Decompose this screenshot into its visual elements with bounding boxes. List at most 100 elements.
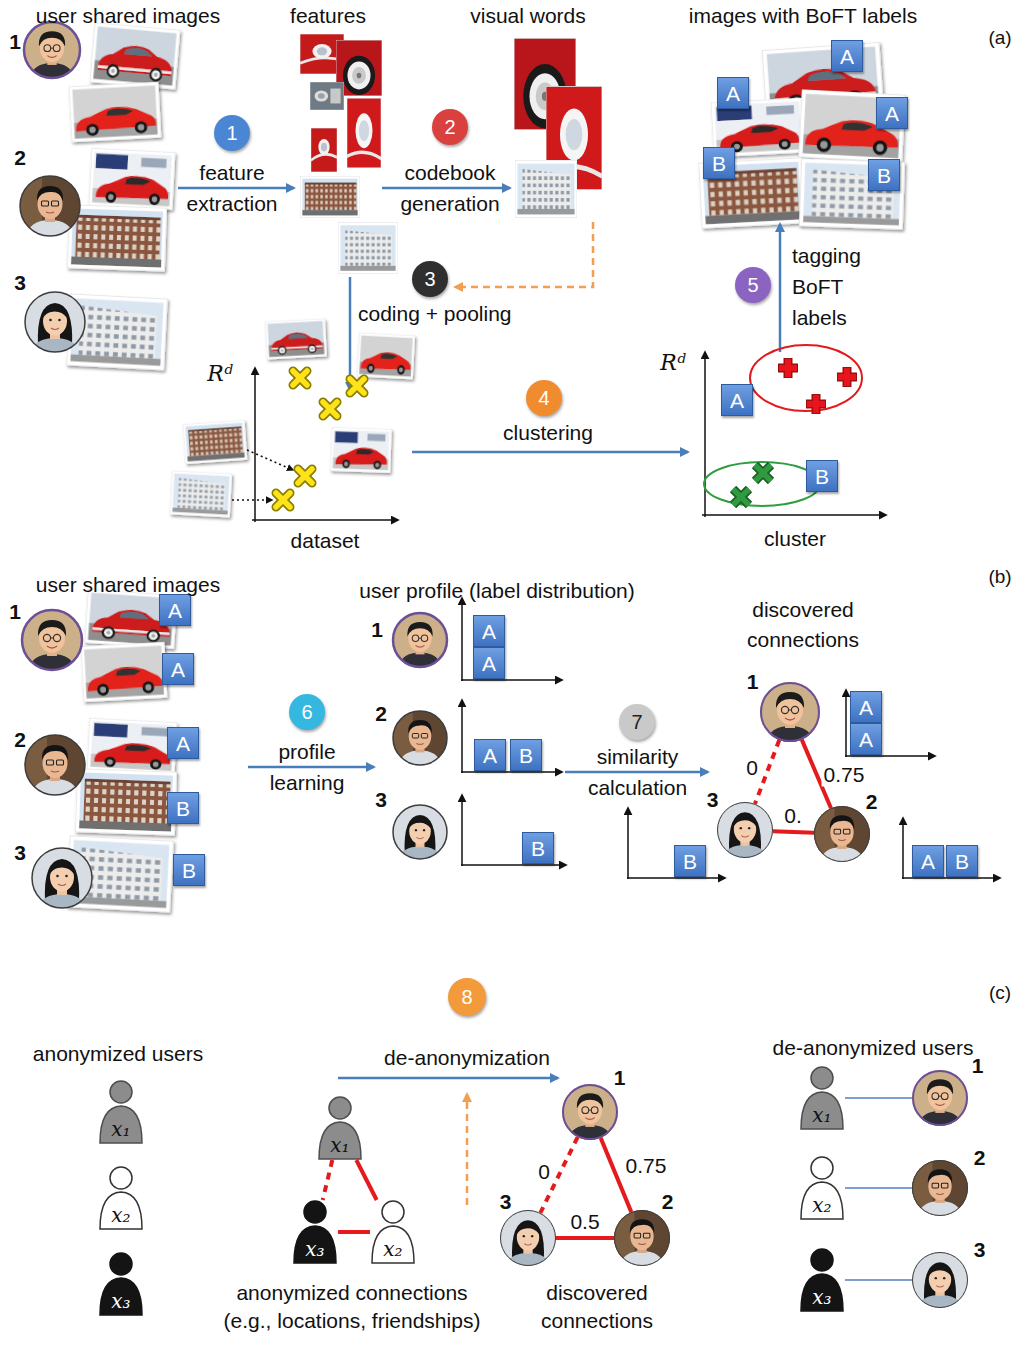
feature-crops-part	[310, 82, 344, 110]
graph-caption: anonymized connections (e.g., locations,…	[224, 1281, 481, 1332]
profile-histograms-part	[393, 805, 447, 859]
user-avatar: 3	[500, 1210, 556, 1266]
panel-heading-holder: user profile (label distribution)	[359, 579, 634, 603]
label-letter: A	[730, 390, 744, 411]
edge-weight: 0.75	[626, 1154, 667, 1177]
user-avatar: 3	[717, 802, 773, 858]
process-arrows-part	[466, 1094, 469, 1205]
panel-heading-holder: discovered connections	[741, 595, 866, 655]
anonymous-user: x₃	[98, 1252, 144, 1316]
connection-line	[845, 1279, 912, 1281]
anonymous-user: x₂	[370, 1200, 416, 1264]
connection-line	[556, 1236, 614, 1240]
step-badge: 6profile learning	[289, 694, 325, 730]
label-box: B	[173, 854, 205, 886]
user-number: 2	[866, 790, 878, 813]
step-badge: 4clustering	[526, 380, 562, 416]
user-photos-a-part	[24, 22, 80, 78]
person-body	[372, 1226, 414, 1263]
person-body	[100, 1192, 142, 1229]
user-number: 2	[375, 702, 387, 725]
axis-label-holder: Rᵈ	[207, 361, 232, 386]
label-letter: A	[482, 653, 496, 674]
dataset-plot-part	[357, 333, 415, 380]
process-arrows-part	[349, 277, 352, 390]
graph-avatars-part	[614, 1210, 670, 1266]
tagged-photos	[698, 42, 905, 230]
graph-caption: discovered connections	[541, 1281, 653, 1332]
cluster-plot-part	[806, 394, 826, 414]
connection-line	[845, 1097, 912, 1099]
user-number-holder: 1	[972, 1054, 984, 1077]
label-letter: B	[877, 165, 891, 186]
axis-label-holder: Rᵈ	[660, 350, 685, 375]
user-number: 3	[974, 1238, 986, 1261]
label-box: B	[167, 792, 199, 824]
user-number-holder: 1	[9, 30, 21, 54]
label-box: B	[946, 845, 978, 877]
user-avatar: 1	[760, 682, 820, 742]
anonymous-user: x₁	[799, 1066, 845, 1130]
panel-letter: (c)	[989, 982, 1011, 1003]
person-body	[100, 1106, 142, 1143]
feature-crops	[300, 34, 398, 274]
label-letter: A	[176, 733, 190, 754]
anonymous-user: x₃	[799, 1248, 845, 1312]
panel-heading-holder: features	[290, 4, 366, 28]
label-letter: B	[176, 798, 190, 819]
label-letter: B	[683, 851, 697, 872]
step-number: 5	[747, 275, 758, 295]
step-caption: tagging BoFT labels	[792, 244, 861, 329]
person-head	[304, 1201, 326, 1223]
graph-caption-holder: anonymized connections (e.g., locations,…	[221, 1279, 483, 1335]
user-number-holder: 2	[866, 790, 878, 813]
profile-histograms-part	[393, 613, 447, 667]
user-number: 3	[14, 841, 26, 864]
graph-avatars-part	[912, 1070, 968, 1126]
user-photos-b-part	[25, 735, 85, 795]
person-head	[110, 1167, 132, 1189]
label-letter: A	[482, 621, 496, 642]
user-avatar: 1	[562, 1084, 618, 1140]
user-photos-b-part	[32, 848, 92, 908]
user-number: 2	[974, 1146, 986, 1169]
process-arrows-part	[455, 222, 593, 287]
cluster-plot-part	[702, 514, 886, 516]
feature-crops-part	[311, 128, 337, 172]
edge-weight: 0.75	[824, 763, 865, 786]
connection-line	[338, 1230, 370, 1234]
edge-weight-holder: 0	[536, 1160, 552, 1183]
label-letter: A	[168, 600, 182, 621]
dataset-plot-part	[330, 427, 391, 473]
graph-histograms-part	[902, 818, 904, 879]
dataset-plot	[170, 318, 415, 522]
profile-histograms-part	[461, 795, 463, 866]
panel-letter: (a)	[988, 27, 1011, 48]
user-photos-a	[20, 22, 180, 371]
cluster-plot-part	[704, 462, 820, 506]
step-caption: coding + pooling	[358, 302, 512, 325]
step-caption: de-anonymization	[384, 1046, 550, 1069]
panel-heading: visual words	[470, 4, 586, 27]
person-body	[294, 1226, 336, 1263]
step-caption-holder: de-anonymization	[384, 1046, 550, 1070]
panel-letter-holder: (a)	[988, 27, 1011, 49]
user-number-holder: 3	[375, 788, 387, 812]
label-letter: B	[519, 745, 533, 766]
user-number-holder: 2	[14, 728, 26, 752]
panel-heading: features	[290, 4, 366, 27]
label-letter: A	[921, 851, 935, 872]
axis-label: Rᵈ	[207, 361, 232, 386]
label-box: A	[167, 727, 199, 759]
step-caption: codebook generation	[400, 161, 499, 215]
process-arrows	[178, 188, 780, 1205]
user-photos-a-part	[67, 204, 167, 271]
label-letter: B	[815, 466, 829, 487]
graph-avatars-part	[500, 1210, 556, 1266]
process-arrows-part	[382, 187, 510, 190]
connector-group	[323, 740, 912, 1280]
cluster-plot	[702, 345, 886, 517]
dataset-plot-part	[276, 493, 290, 507]
step-caption-holder: tagging BoFT labels	[792, 240, 872, 333]
feature-crops-part	[300, 176, 360, 218]
